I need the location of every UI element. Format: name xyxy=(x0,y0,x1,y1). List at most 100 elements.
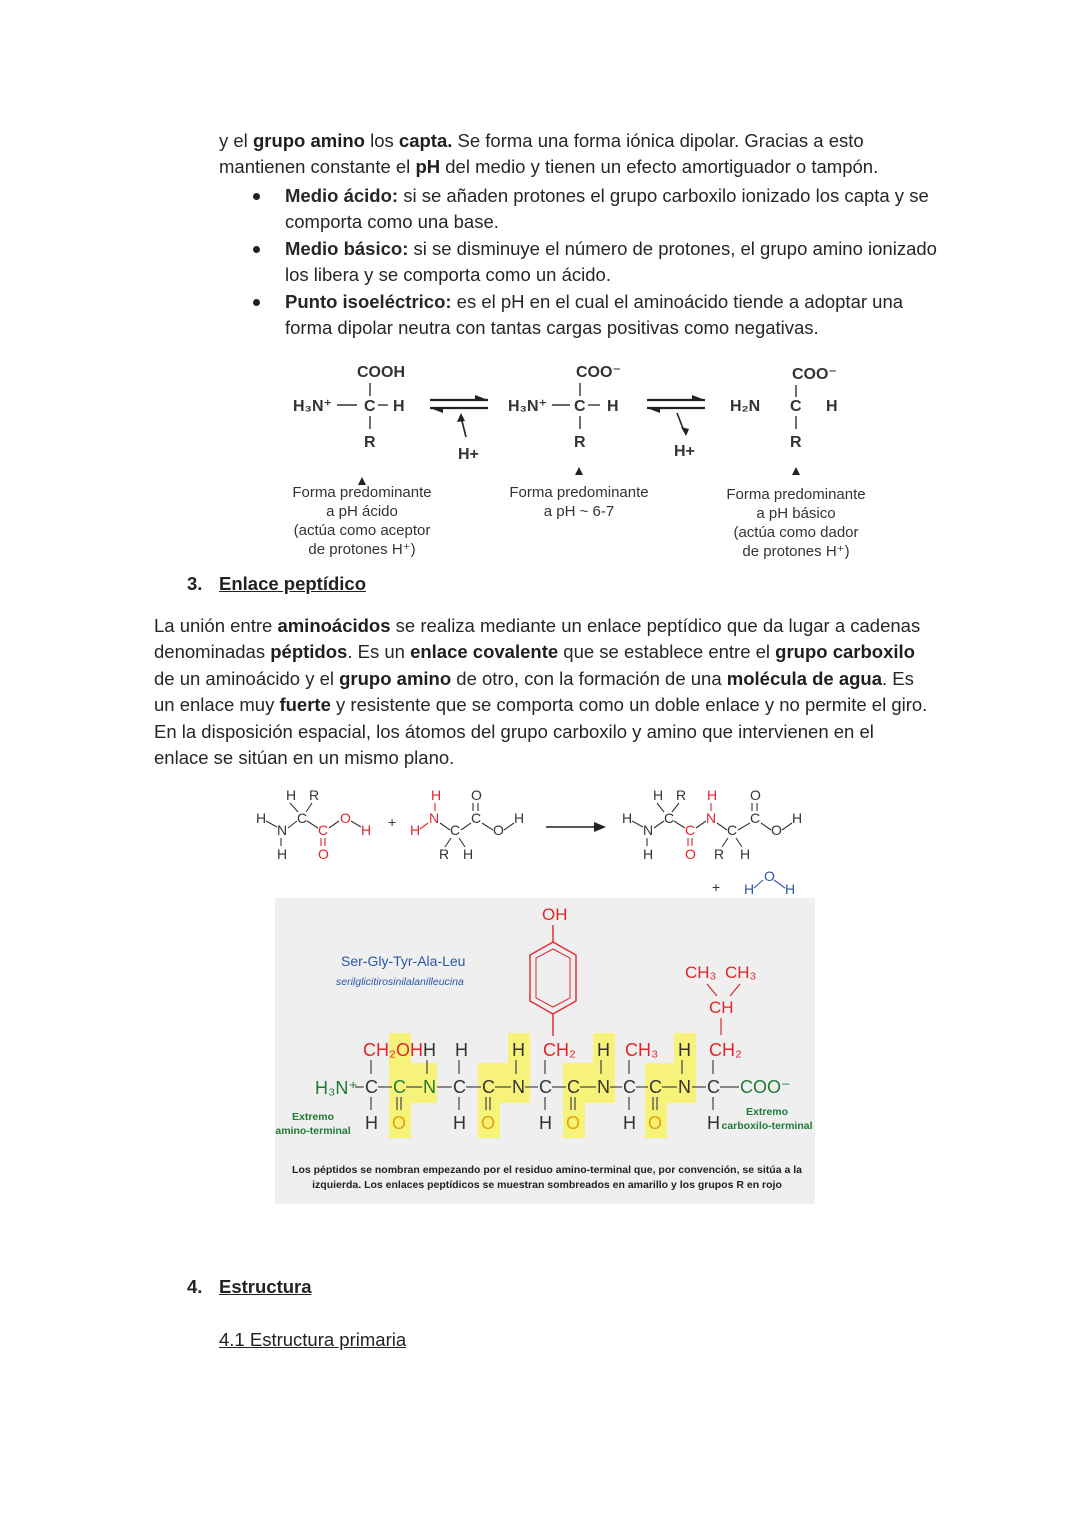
svg-text:Forma predominante: Forma predominante xyxy=(509,484,648,501)
svg-text:H: H xyxy=(539,1113,552,1133)
svg-text:+: + xyxy=(712,879,720,895)
subsection-heading-estructura-primaria: 4.1 Estructura primaria xyxy=(219,1329,407,1350)
svg-text:C: C xyxy=(664,810,674,826)
svg-text:O: O xyxy=(764,868,775,884)
svg-text:H+: H+ xyxy=(458,446,479,463)
svg-text:de protones H⁺): de protones H⁺) xyxy=(742,543,849,560)
svg-text:O: O xyxy=(493,822,504,838)
svg-text:izquierda. Los enlaces peptídi: izquierda. Los enlaces peptídicos se mue… xyxy=(312,1179,782,1191)
svg-text:serilglicitirosinilalanilleuci: serilglicitirosinilalanilleucina xyxy=(336,976,464,988)
svg-text:H+: H+ xyxy=(674,443,695,460)
svg-text:+: + xyxy=(388,814,396,830)
svg-text:H: H xyxy=(455,1040,468,1060)
svg-text:C: C xyxy=(318,822,328,838)
svg-text:H: H xyxy=(393,398,405,415)
svg-text:C: C xyxy=(649,1077,662,1097)
svg-text:C: C xyxy=(685,822,695,838)
svg-text:C: C xyxy=(364,398,376,415)
svg-text:R: R xyxy=(364,434,376,451)
svg-text:(actúa como dador: (actúa como dador xyxy=(733,524,858,541)
svg-text:H: H xyxy=(423,1040,436,1060)
svg-text:Extremo: Extremo xyxy=(292,1111,334,1123)
svg-text:R: R xyxy=(439,846,449,862)
svg-text:Forma predominante: Forma predominante xyxy=(726,486,865,503)
svg-text:H: H xyxy=(256,810,266,826)
svg-text:H: H xyxy=(286,787,296,803)
svg-text:H₃N⁺: H₃N⁺ xyxy=(508,398,547,415)
svg-text:R: R xyxy=(790,434,802,451)
svg-text:C: C xyxy=(790,398,802,415)
svg-text:H: H xyxy=(514,810,524,826)
svg-text:CH₃: CH₃ xyxy=(725,963,756,982)
svg-text:C: C xyxy=(365,1077,378,1097)
svg-text:H: H xyxy=(361,822,371,838)
svg-text:O: O xyxy=(318,846,329,862)
svg-text:a pH básico: a pH básico xyxy=(756,505,835,522)
svg-text:CH₃: CH₃ xyxy=(685,963,716,982)
svg-text:H₃N⁺: H₃N⁺ xyxy=(315,1078,358,1098)
svg-text:O: O xyxy=(771,822,782,838)
svg-text:H: H xyxy=(512,1040,525,1060)
svg-text:C: C xyxy=(450,822,460,838)
svg-text:R: R xyxy=(714,846,724,862)
svg-text:H: H xyxy=(740,846,750,862)
svg-text:N: N xyxy=(512,1077,525,1097)
svg-text:H: H xyxy=(410,822,420,838)
svg-text:(actúa como aceptor: (actúa como aceptor xyxy=(294,522,431,539)
svg-text:H: H xyxy=(792,810,802,826)
s1-top: COOH xyxy=(357,364,405,381)
svg-text:COO⁻: COO⁻ xyxy=(740,1077,791,1097)
svg-text:H: H xyxy=(622,810,632,826)
svg-text:OH: OH xyxy=(542,905,568,924)
svg-text:H: H xyxy=(826,398,838,415)
svg-text:H: H xyxy=(463,846,473,862)
svg-text:O: O xyxy=(471,787,482,803)
section-heading-estructura: 4.Estructura xyxy=(187,1276,312,1297)
svg-text:H: H xyxy=(453,1113,466,1133)
svg-text:H: H xyxy=(707,787,717,803)
svg-text:N: N xyxy=(423,1077,436,1097)
svg-text:C: C xyxy=(471,810,481,826)
svg-text:H: H xyxy=(653,787,663,803)
svg-text:H₂N: H₂N xyxy=(730,398,760,415)
svg-text:O: O xyxy=(340,810,351,826)
svg-text:C: C xyxy=(297,810,307,826)
svg-text:H: H xyxy=(744,881,754,897)
svg-text:H: H xyxy=(785,881,795,897)
svg-text:H: H xyxy=(607,398,619,415)
svg-text:N: N xyxy=(643,822,653,838)
svg-text:O: O xyxy=(648,1113,662,1133)
svg-text:H: H xyxy=(277,846,287,862)
svg-text:carboxilo-terminal: carboxilo-terminal xyxy=(721,1120,812,1132)
svg-text:H: H xyxy=(597,1040,610,1060)
svg-text:CH₂OH: CH₂OH xyxy=(363,1040,423,1060)
svg-text:CH₂: CH₂ xyxy=(543,1040,576,1060)
svg-text:C: C xyxy=(707,1077,720,1097)
svg-text:H: H xyxy=(678,1040,691,1060)
svg-text:H: H xyxy=(623,1113,636,1133)
svg-text:C: C xyxy=(482,1077,495,1097)
svg-text:Forma predominante: Forma predominante xyxy=(292,484,431,501)
svg-text:amino-terminal: amino-terminal xyxy=(275,1125,350,1137)
svg-text:H: H xyxy=(365,1113,378,1133)
pentapeptide-figure: Ser-Gly-Tyr-Ala-Leu serilglicitirosinila… xyxy=(275,898,815,1204)
svg-text:H: H xyxy=(707,1113,720,1133)
svg-text:C: C xyxy=(567,1077,580,1097)
svg-text:O: O xyxy=(685,846,696,862)
svg-text:N: N xyxy=(678,1077,691,1097)
svg-text:R: R xyxy=(574,434,586,451)
svg-text:N: N xyxy=(277,822,287,838)
svg-text:O: O xyxy=(566,1113,580,1133)
section-heading-enlace-peptidico: 3.Enlace peptídico xyxy=(187,573,367,594)
svg-text:R: R xyxy=(309,787,319,803)
bullet-item: Medio básico: si se disminuye el número … xyxy=(250,236,950,289)
svg-text:C: C xyxy=(453,1077,466,1097)
svg-text:H: H xyxy=(643,846,653,862)
svg-text:C: C xyxy=(623,1077,636,1097)
bullet-item: Medio ácido: si se añaden protones el gr… xyxy=(250,183,950,236)
paragraph-peptide-bond: La unión entre aminoácidos se realiza me… xyxy=(154,615,928,769)
svg-text:COO⁻: COO⁻ xyxy=(792,366,837,383)
svg-text:N: N xyxy=(706,810,716,826)
svg-text:N: N xyxy=(429,810,439,826)
